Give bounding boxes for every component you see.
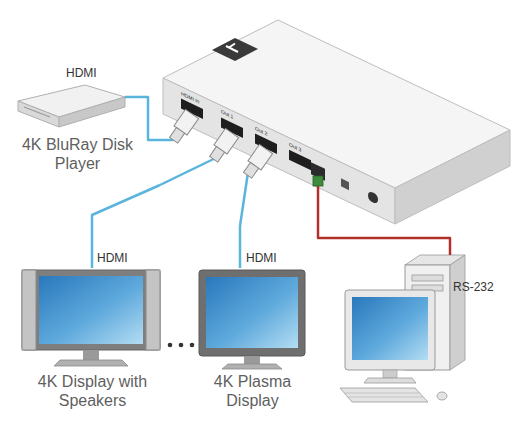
brand-logo	[212, 38, 258, 61]
cable-stub	[240, 175, 248, 226]
hdmi-plug	[207, 128, 238, 163]
plug-body	[214, 128, 239, 154]
amplifier-side	[395, 130, 510, 224]
terminal-plug	[313, 176, 323, 186]
pc-screen	[352, 297, 428, 360]
cable-connector	[140, 97, 160, 140]
cable-stub	[160, 159, 214, 185]
setup-button	[341, 178, 349, 190]
device-label: 4K Display with Speakers	[15, 372, 170, 410]
pc-monitor	[345, 290, 435, 370]
cable-connector	[318, 226, 450, 255]
distribution-amplifier: HDMI In Out 1 Out 2 Out 3	[160, 20, 512, 226]
display-screen	[206, 277, 298, 348]
display-screen	[39, 276, 143, 344]
mouse	[437, 392, 447, 400]
drive-bay	[412, 275, 443, 281]
more-dot	[179, 343, 184, 348]
plug-boot	[170, 128, 185, 144]
disc-slot	[24, 107, 50, 117]
speaker	[146, 270, 160, 350]
plug-body	[174, 109, 199, 135]
plug-boot	[210, 147, 225, 163]
plasma-display: 4K Plasma Display	[195, 268, 310, 423]
hdmi-plug	[167, 109, 198, 144]
cable-label: RS-232	[453, 281, 513, 293]
port-label: Out 1	[221, 109, 247, 126]
cable-connector	[92, 185, 160, 268]
keyboard	[340, 388, 428, 402]
more-dot	[168, 343, 173, 348]
hdmi-port	[255, 134, 277, 154]
display-neck	[244, 356, 260, 364]
device-label: 4K Plasma Display	[195, 372, 310, 410]
bluray-player: 4K BluRay Disk Player	[15, 83, 140, 193]
device-label: 4K BluRay Disk Player	[15, 135, 140, 173]
cable-label: HDMI	[66, 67, 126, 79]
display-neck	[83, 350, 99, 360]
cable-label: HDMI	[246, 252, 306, 264]
cable-stub	[317, 186, 320, 226]
display-bezel	[22, 270, 160, 350]
port-label: Out 2	[255, 126, 281, 143]
display-bezel	[199, 270, 305, 356]
cable-label: HDMI	[97, 252, 157, 264]
port-label: Out 3	[289, 142, 315, 159]
hdmi-port	[221, 117, 243, 137]
plug-body	[248, 144, 273, 170]
cable-connector	[239, 226, 242, 268]
power-jack	[368, 190, 378, 205]
port-label: HDMI In	[181, 91, 207, 108]
hdmi-plug	[241, 144, 272, 179]
more-dot	[190, 343, 195, 348]
amplifier-front	[163, 78, 395, 224]
cable-stub	[125, 96, 140, 99]
display-with-speakers: 4K Display with Speakers	[15, 268, 170, 423]
pc-stand	[383, 370, 397, 378]
port-panel	[181, 99, 378, 206]
display-base	[54, 360, 128, 366]
key-rows	[345, 393, 423, 397]
pc-base	[364, 378, 416, 383]
display-base	[222, 364, 282, 369]
logo-mark	[226, 44, 238, 53]
serial-terminal	[311, 162, 325, 181]
plug-boot	[244, 163, 259, 179]
player-front	[18, 101, 59, 127]
control-computer	[335, 255, 475, 410]
tower-side	[450, 255, 465, 370]
hdmi-port	[289, 150, 311, 170]
player-side	[59, 97, 125, 127]
speaker	[22, 270, 36, 350]
cable-stub	[160, 139, 174, 142]
